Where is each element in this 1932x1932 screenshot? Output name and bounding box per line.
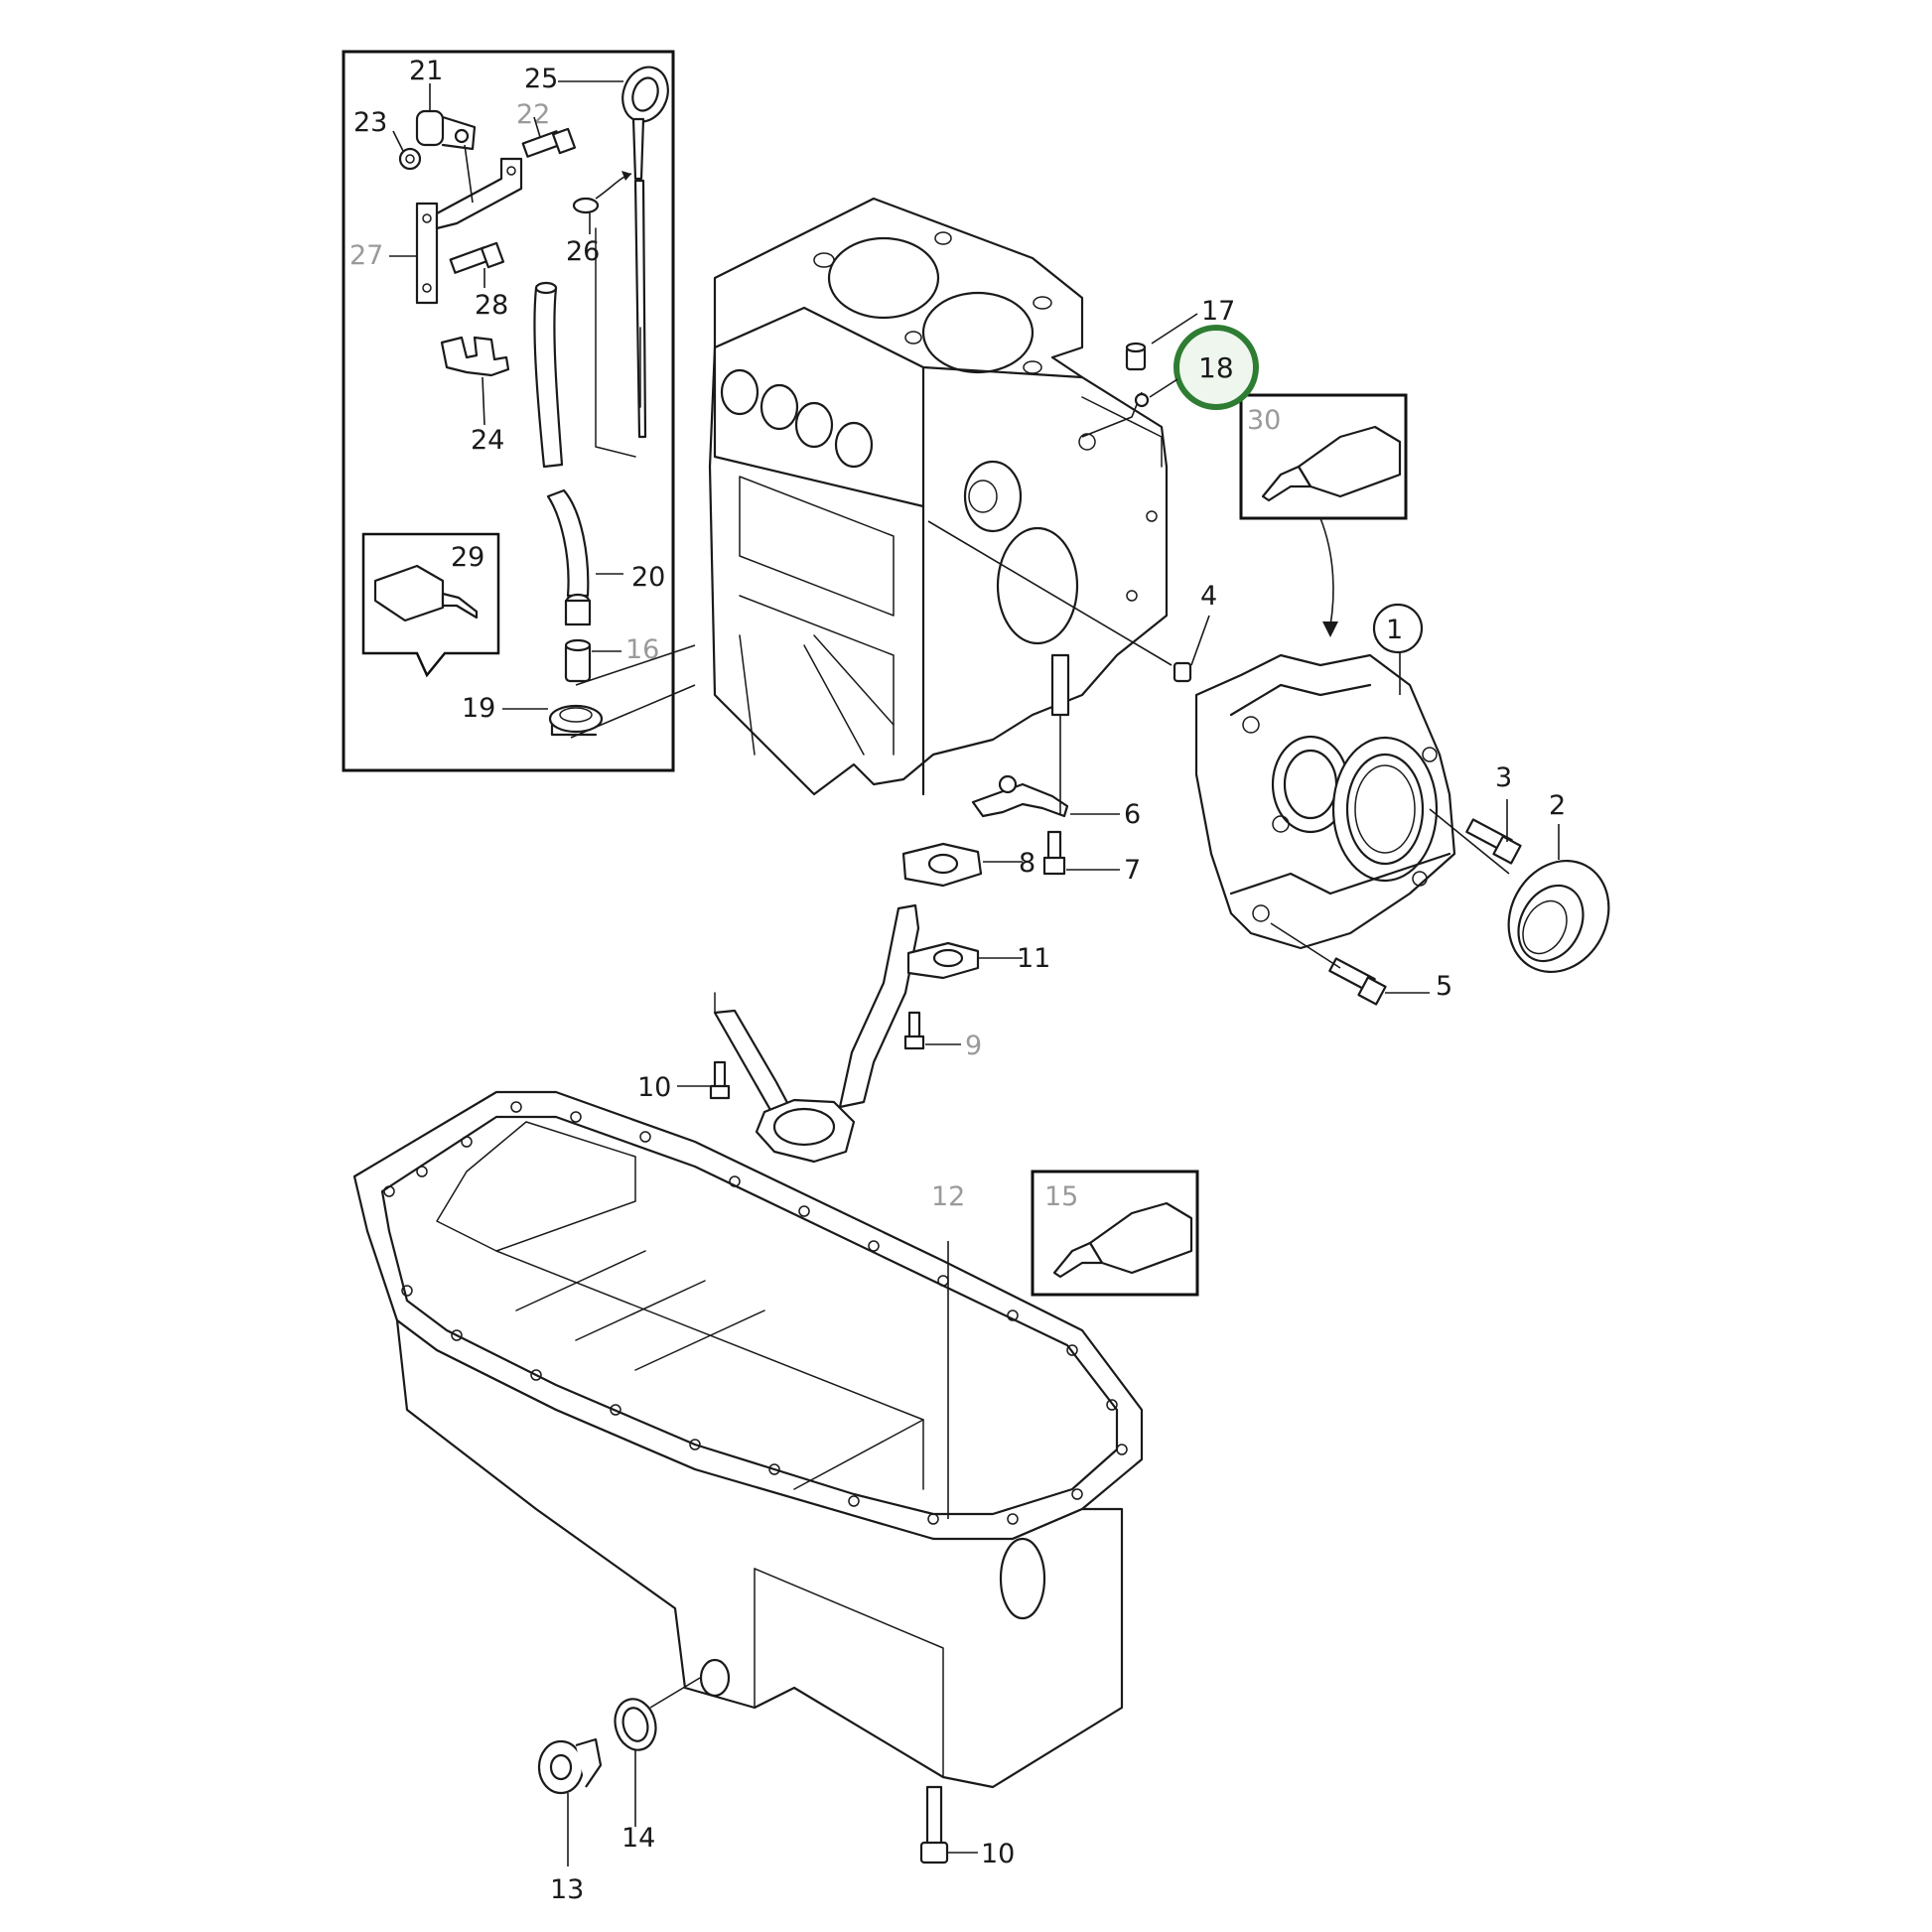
callout-1[interactable]: 1 [1386,615,1403,645]
callout-14[interactable]: 14 [621,1823,655,1854]
callout-27[interactable]: 27 [349,240,383,271]
callout-16[interactable]: 16 [625,634,659,665]
callout-6[interactable]: 6 [1124,799,1141,830]
o-ring-part-18[interactable] [1134,392,1150,408]
o-ring-part-26[interactable] [572,171,632,214]
callout-18[interactable]: 18 [1198,351,1234,384]
callout-circle-1 [1372,603,1424,654]
callout-12[interactable]: 12 [931,1181,965,1212]
sealant-box-part-15 [1031,1170,1199,1297]
sleeve-part-16[interactable] [564,638,592,683]
oil-pan-part-12[interactable] [352,1090,1144,1789]
timing-cover-part-1[interactable] [1194,603,1456,950]
clip-part-24[interactable] [440,336,510,377]
gasket-part-8[interactable] [901,842,1023,888]
bolt-part-3[interactable] [1465,799,1522,865]
oil-pipe-part-6[interactable] [971,715,1120,818]
bracket-part-27[interactable] [415,157,523,305]
callout-4[interactable]: 4 [1200,581,1217,612]
callout-21[interactable]: 21 [409,56,443,86]
callout-19[interactable]: 19 [462,693,495,724]
callout-24[interactable]: 24 [471,425,504,456]
callout-9[interactable]: 9 [965,1031,982,1061]
callout-7[interactable]: 7 [1124,855,1141,886]
leader-19-block [575,644,696,686]
plug-part-17[interactable] [1125,342,1147,371]
callout-11[interactable]: 11 [1017,943,1050,974]
callout-5[interactable]: 5 [1436,971,1452,1002]
highlight-callout-18[interactable]: 18 [1149,325,1259,410]
bolt-part-10-lower[interactable] [919,1785,978,1864]
label-leaders [389,80,1198,710]
hose-clamp-part-19[interactable] [548,704,604,737]
callout-8[interactable]: 8 [1019,848,1035,879]
sealant-box-part-29 [361,532,500,678]
callout-2[interactable]: 2 [1549,790,1566,821]
sealing-washer-part-14[interactable] [610,1677,701,1827]
oil-pickup-part-11[interactable] [713,903,1023,1164]
callout-26[interactable]: 26 [566,236,600,267]
clamp-part-21[interactable] [415,109,477,151]
leader-19-block-2 [570,684,696,739]
callout-20[interactable]: 20 [631,562,665,593]
leader-4-block [927,520,1173,666]
callout-30[interactable]: 30 [1247,405,1281,436]
bolt-part-10-upper[interactable] [677,1060,731,1100]
callout-3[interactable]: 3 [1495,762,1512,793]
callout-29[interactable]: 29 [451,542,484,573]
callout-labels: 1 2 3 4 5 6 7 8 9 10 10 11 12 13 14 15 1… [349,56,1566,1905]
bolt-part-22[interactable] [521,127,577,158]
bolt-part-5[interactable] [1270,922,1430,1006]
bolt-part-28[interactable] [449,241,505,274]
sealant-box-part-30 [1239,393,1408,637]
engine-block [708,197,1169,796]
callout-13[interactable]: 13 [550,1874,584,1905]
callout-17[interactable]: 17 [1201,296,1235,327]
drain-plug-part-13[interactable] [537,1737,603,1866]
dowel-part-4[interactable] [1173,615,1210,683]
seal-ring-part-2[interactable] [1429,808,1628,990]
bolt-part-7[interactable] [1042,830,1120,876]
dipstick-part-25[interactable] [595,61,675,458]
callout-28[interactable]: 28 [475,290,508,321]
nut-part-23[interactable] [398,147,422,171]
callout-25[interactable]: 25 [524,64,558,94]
callout-15[interactable]: 15 [1044,1181,1078,1212]
bolt-part-9[interactable] [903,1011,961,1050]
callout-10-upper[interactable]: 10 [637,1072,671,1103]
dipstick-inset-box [342,50,675,772]
tube-part-20[interactable] [533,281,592,626]
callout-22[interactable]: 22 [516,99,550,130]
callout-10-lower[interactable]: 10 [981,1839,1015,1869]
callout-23[interactable]: 23 [353,107,387,138]
